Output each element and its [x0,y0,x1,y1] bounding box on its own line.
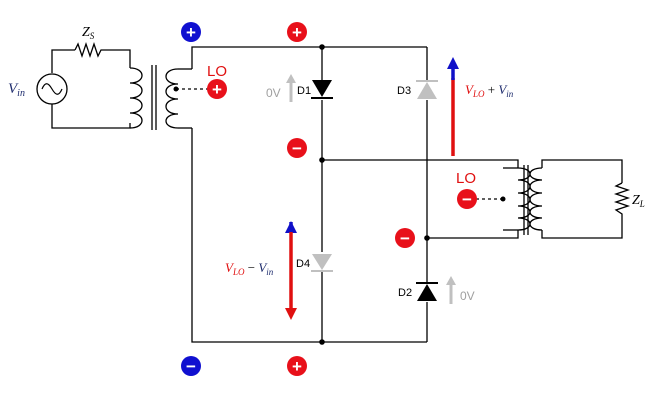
junction-dot [424,235,430,241]
lo-label-right: LO [456,170,476,187]
junction-dots [319,44,430,345]
zs-resistor [74,41,103,59]
zero-volt-arrow-right [446,276,456,304]
sum-voltage-arrow [447,57,459,156]
plus-icon: + [212,80,222,99]
junction-dot [319,157,325,163]
plus-icon: + [186,23,196,42]
minus-icon: − [292,139,302,158]
polarity-badges: + + + − − − − [181,22,477,376]
junction-dot [319,44,325,50]
ac-source [36,73,68,105]
minus-icon: − [462,190,472,209]
diode-d4 [311,254,333,272]
output-transformer [503,165,543,235]
badge-plus-red-top: + [287,22,307,42]
zl-label: ZL [632,193,645,209]
zero-volt-arrow-left [286,74,296,102]
badge-minus-right: − [395,228,415,248]
zero-volt-label-left: 0V [266,86,281,100]
badge-plus-red-bottom: + [287,356,307,376]
sum-voltage-label: VLO + Vin [465,82,514,99]
badge-minus-center: − [287,138,307,158]
diode-d2 [416,282,438,301]
d2-label: D2 [398,287,412,299]
input-transformer [129,65,192,130]
sine-wave-icon [41,83,63,95]
diode-d1 [311,80,333,99]
d4-label: D4 [296,258,310,270]
minus-icon: − [400,229,410,248]
diode-d3 [416,80,438,99]
badge-plus-blue-top: + [181,22,201,42]
wires [51,46,623,343]
zero-volt-label-right: 0V [460,289,475,303]
diff-voltage-arrow [285,221,297,320]
badge-minus-blue-bottom: − [181,356,201,376]
junction-dot [319,339,325,345]
d1-label: D1 [297,85,311,97]
badge-lo-minus-right: − [457,189,477,209]
minus-icon: − [186,357,196,376]
zs-label: ZS [82,25,95,41]
d3-label: D3 [397,85,411,97]
source-label: Vin [8,81,25,99]
badge-lo-plus-left: + [207,79,227,99]
diff-voltage-label: VLO − Vin [225,260,274,277]
plus-icon: + [292,23,302,42]
lo-label-left: LO [207,63,227,80]
zl-resistor [613,182,631,217]
plus-icon: + [292,357,302,376]
